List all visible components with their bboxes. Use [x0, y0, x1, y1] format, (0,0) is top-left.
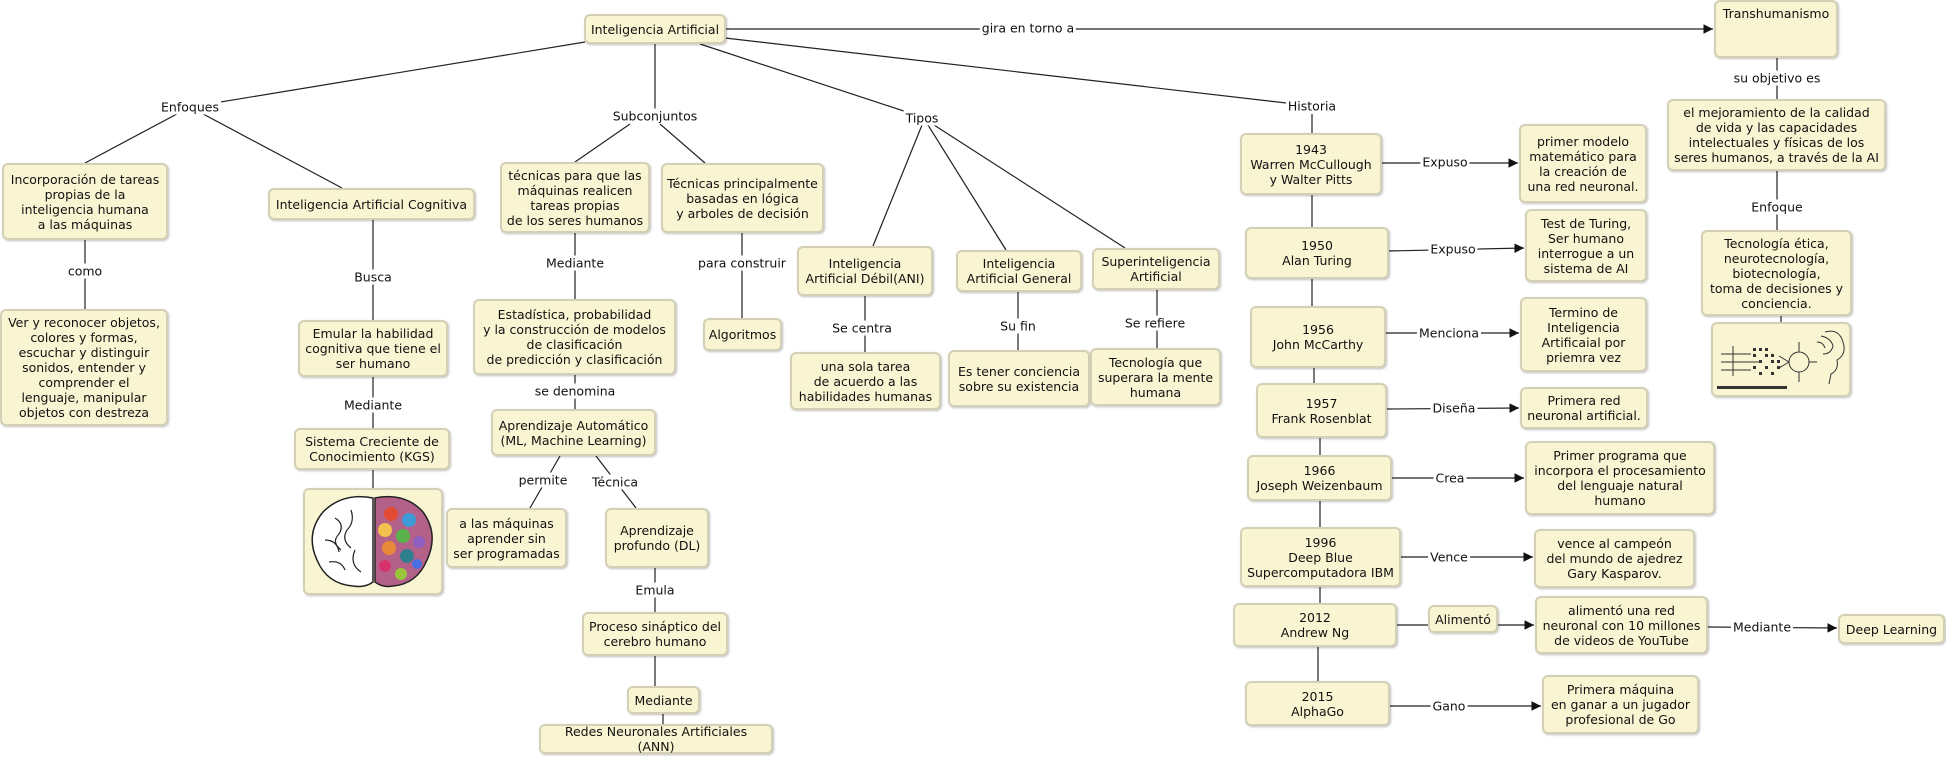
link-tecnica: Técnica: [589, 474, 641, 490]
node-1996[interactable]: 1996 Deep Blue Supercomputadora IBM: [1240, 527, 1401, 587]
node-aprendizaje-profundo[interactable]: Aprendizaje profundo (DL): [605, 508, 709, 568]
node-1966-resultado[interactable]: Primer programa que incorpora el procesa…: [1525, 441, 1715, 515]
node-emular[interactable]: Emular la habilidad cognitiva que tiene …: [298, 320, 448, 377]
brain-circuit-icon: [1717, 330, 1845, 389]
node-transhumanismo-tecnologia[interactable]: Tecnología ética, neurotecnología, biote…: [1701, 230, 1852, 316]
node-algoritmos[interactable]: Algoritmos: [703, 318, 782, 351]
node-1966[interactable]: 1966 Joseph Weizenbaum: [1247, 455, 1392, 501]
node-1996-resultado[interactable]: vence al campeón del mundo de ajedrez Ga…: [1534, 529, 1695, 588]
node-proceso-sinaptico[interactable]: Proceso sináptico del cerebro humano: [582, 612, 728, 656]
brain-icon: [311, 495, 433, 588]
link-subconjuntos: Subconjuntos: [610, 108, 700, 124]
node-1950[interactable]: 1950 Alan Turing: [1245, 227, 1389, 279]
node-deep-learning[interactable]: Deep Learning: [1838, 614, 1945, 644]
node-1957-resultado[interactable]: Primera red neuronal artificial.: [1520, 387, 1648, 429]
link-gano: Gano: [1430, 698, 1468, 714]
link-historia: Historia: [1285, 98, 1339, 114]
node-tecnicas-logica[interactable]: Técnicas principalmente basadas en lógic…: [661, 163, 824, 233]
link-crea: Crea: [1433, 470, 1467, 486]
link-vence: Vence: [1428, 549, 1470, 565]
node-alimento[interactable]: Alimentó: [1428, 605, 1498, 633]
node-aprendizaje-automatico[interactable]: Aprendizaje Automático (ML, Machine Lear…: [491, 409, 656, 456]
link-mediante-deep: Mediante: [1730, 619, 1794, 635]
node-mediante[interactable]: Mediante: [627, 686, 700, 714]
node-2012[interactable]: 2012 Andrew Ng: [1233, 603, 1397, 647]
link-busca: Busca: [352, 269, 394, 285]
node-redes-neuronales[interactable]: Redes Neuronales Artificiales (ANN): [539, 724, 773, 754]
node-ver-reconocer[interactable]: Ver y reconocer objetos, colores y forma…: [0, 309, 168, 426]
link-enfoque: Enfoque: [1749, 199, 1805, 215]
link-como: como: [65, 263, 105, 279]
node-incorporacion[interactable]: Incorporación de tareas propias de la in…: [2, 163, 168, 240]
node-ia-debil[interactable]: Inteligencia Artificial Débil(ANI): [797, 246, 933, 296]
link-su-objetivo: su objetivo es: [1731, 70, 1823, 86]
node-1956-resultado[interactable]: Termino de Inteligencia Artificaial por …: [1520, 297, 1647, 372]
brain-illustration: [303, 488, 443, 595]
link-mediante-estadistica: Mediante: [543, 255, 607, 271]
node-maquinas-aprender[interactable]: a las máquinas aprender sin ser programa…: [446, 508, 567, 568]
node-2015[interactable]: 2015 AlphaGo: [1245, 681, 1390, 726]
node-transhumanismo-objetivo[interactable]: el mejoramiento de la calidad de vida y …: [1667, 99, 1886, 171]
node-transhumanismo[interactable]: Transhumanismo: [1714, 0, 1838, 58]
neurotech-illustration: [1711, 322, 1851, 397]
node-inteligencia-artificial[interactable]: Inteligencia Artificial: [584, 14, 726, 44]
node-2012-resultado[interactable]: alimentó una red neuronal con 10 millone…: [1535, 596, 1708, 654]
node-1956[interactable]: 1956 John McCarthy: [1250, 306, 1386, 368]
node-supera-mente[interactable]: Tecnología que superara la mente humana: [1090, 348, 1221, 406]
node-tecnicas-maquinas[interactable]: técnicas para que las máquinas realicen …: [500, 162, 650, 233]
link-se-refiere: Se refiere: [1122, 315, 1188, 331]
link-expuso-1943: Expuso: [1420, 154, 1470, 170]
link-diseña: Diseña: [1430, 400, 1478, 416]
link-expuso-1950: Expuso: [1428, 241, 1478, 257]
node-1943[interactable]: 1943 Warren McCullough y Walter Pitts: [1240, 133, 1382, 195]
link-menciona: Menciona: [1417, 325, 1481, 341]
node-estadistica[interactable]: Estadística, probabilidad y la construcc…: [473, 299, 676, 375]
link-para-construir: para construir: [696, 255, 788, 271]
link-gira-en-torno: gira en torno a: [979, 20, 1077, 36]
node-una-sola-tarea[interactable]: una sola tarea de acuerdo a las habilida…: [790, 352, 941, 410]
node-ia-cognitiva[interactable]: Inteligencia Artificial Cognitiva: [268, 188, 475, 220]
link-enfoques: Enfoques: [159, 99, 221, 115]
link-su-fin: Su fin: [998, 318, 1038, 334]
link-tipos: Tipos: [903, 110, 941, 126]
node-1950-resultado[interactable]: Test de Turing, Ser humano interrogue a …: [1525, 209, 1647, 282]
node-es-tener-conciencia[interactable]: Es tener conciencia sobre su existencia: [948, 350, 1090, 407]
link-se-centra: Se centra: [830, 320, 894, 336]
link-mediante-kgs: Mediante: [341, 397, 405, 413]
node-ia-general[interactable]: Inteligencia Artificial General: [956, 250, 1082, 292]
link-emula: Emula: [633, 582, 677, 598]
link-se-denomina: se denomina: [532, 383, 618, 399]
node-kgs[interactable]: Sistema Creciente de Conocimiento (KGS): [294, 428, 450, 470]
node-1943-resultado[interactable]: primer modelo matemático para la creació…: [1519, 124, 1647, 203]
link-permite: permite: [516, 472, 570, 488]
node-superinteligencia[interactable]: Superinteligencia Artificial: [1092, 248, 1220, 290]
node-1957[interactable]: 1957 Frank Rosenblat: [1256, 383, 1387, 438]
node-2015-resultado[interactable]: Primera máquina en ganar a un jugador pr…: [1542, 675, 1699, 734]
